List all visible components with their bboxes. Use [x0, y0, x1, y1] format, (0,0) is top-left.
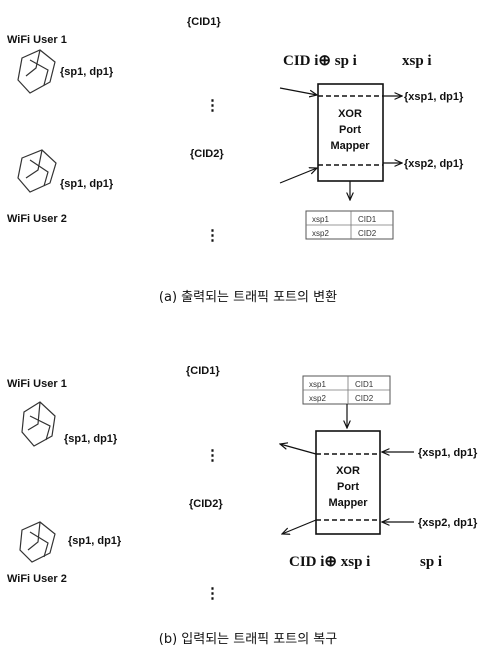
- mapper-label-line-2: Port: [339, 124, 361, 136]
- panel-a-formula-left: CID i⊕ sp i: [283, 53, 357, 69]
- panel-b-user2-label: WiFi User 2: [7, 573, 67, 585]
- mapping-table: xsp1 CID1 xsp2 CID2: [302, 375, 391, 405]
- table-cell: CID2: [355, 394, 374, 403]
- xor-port-mapper-box: [315, 430, 381, 535]
- panel-b-user1-label: WiFi User 1: [7, 378, 67, 390]
- laptop-icon: [17, 49, 56, 94]
- panel-b-cid1-label: {CID1}: [186, 365, 220, 377]
- panel-b: {CID1} WiFi User 1 {sp1, dp1} ⋮ {CID2} {…: [7, 365, 478, 647]
- mapper-label-line-2: Port: [337, 481, 359, 493]
- panel-a-out2: {xsp2, dp1}: [404, 158, 464, 170]
- panel-b-in1: {xsp1, dp1}: [418, 447, 478, 459]
- outgoing-arrow: [282, 519, 317, 534]
- panel-b-cid2-label: {CID2}: [189, 498, 223, 510]
- panel-a: {CID1} WiFi User 1 {sp1, dp1} ⋮ {CID2} {…: [7, 16, 464, 305]
- table-cell: xsp2: [312, 229, 329, 238]
- incoming-arrow: [279, 87, 317, 95]
- vertical-ellipsis-icon: ⋮: [205, 447, 220, 464]
- laptop-icon: [19, 521, 56, 563]
- incoming-arrow: [279, 168, 317, 184]
- panel-b-user1-flow: {sp1, dp1}: [64, 433, 118, 445]
- vertical-ellipsis-icon: ⋮: [205, 97, 220, 114]
- panel-a-user1-flow: {sp1, dp1}: [60, 66, 114, 78]
- table-cell: xsp2: [309, 394, 326, 403]
- table-cell: xsp1: [312, 215, 329, 224]
- mapper-label-line-1: XOR: [336, 465, 360, 477]
- panel-a-user1-label: WiFi User 1: [7, 34, 67, 46]
- panel-a-formula-right: xsp i: [402, 53, 432, 69]
- vertical-ellipsis-icon: ⋮: [205, 585, 220, 602]
- panel-a-user2-flow: {sp1, dp1}: [60, 178, 114, 190]
- laptop-icon: [17, 149, 57, 193]
- panel-a-user2-label: WiFi User 2: [7, 213, 67, 225]
- vertical-ellipsis-icon: ⋮: [205, 227, 220, 244]
- mapping-table: xsp1 CID1 xsp2 CID2: [305, 210, 394, 240]
- mapper-label-line-1: XOR: [338, 108, 362, 120]
- laptop-icon: [21, 401, 56, 447]
- panel-b-in2: {xsp2, dp1}: [418, 517, 478, 529]
- panel-b-user2-flow: {sp1, dp1}: [68, 535, 122, 547]
- outgoing-arrow: [280, 444, 317, 455]
- mapper-label-line-3: Mapper: [330, 140, 370, 152]
- table-cell: xsp1: [309, 380, 326, 389]
- mapper-label-line-3: Mapper: [328, 497, 368, 509]
- table-cell: CID1: [358, 215, 377, 224]
- panel-a-caption: (a) 출력되는 트래픽 포트의 변환: [159, 290, 337, 305]
- panel-a-cid2-label: {CID2}: [190, 148, 224, 160]
- table-cell: CID2: [358, 229, 377, 238]
- panel-a-out1: {xsp1, dp1}: [404, 91, 464, 103]
- panel-b-formula-left: CID i⊕ xsp i: [289, 554, 370, 570]
- table-cell: CID1: [355, 380, 374, 389]
- panel-b-formula-right: sp i: [420, 554, 442, 570]
- panel-a-cid1-label: {CID1}: [187, 16, 221, 28]
- panel-b-caption: (b) 입력되는 트래픽 포트의 복구: [159, 632, 337, 647]
